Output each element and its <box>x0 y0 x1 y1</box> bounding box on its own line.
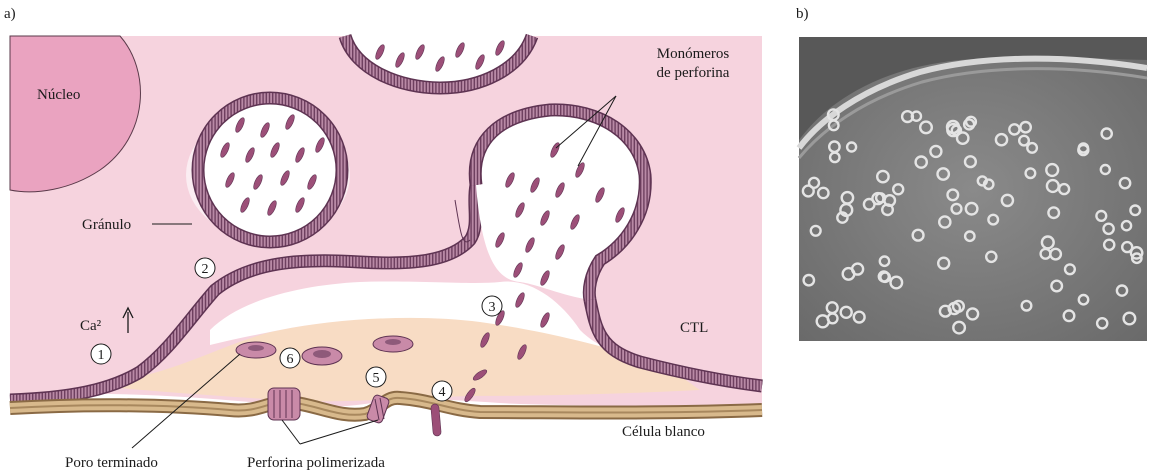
polymerized-perforin-label: Perforina polimerizada <box>247 455 385 471</box>
panel-a-label: a) <box>4 6 16 22</box>
step-4: 4 <box>439 385 446 400</box>
monomers-label-line1: Monómeros <box>657 46 730 62</box>
nucleus-label: Núcleo <box>37 87 80 103</box>
pore-2 <box>302 347 342 365</box>
pore-1 <box>236 342 276 358</box>
electron-micrograph <box>799 37 1147 341</box>
ctl-label: CTL <box>680 320 708 336</box>
monomers-label-line2: de perforina <box>657 65 730 81</box>
step-1: 1 <box>98 348 105 363</box>
step-5: 5 <box>373 371 380 386</box>
panel-b-label: b) <box>796 6 809 22</box>
calcium-label: Ca² <box>80 318 102 334</box>
completed-pore-label: Poro terminado <box>65 455 158 471</box>
target-cell-label: Célula blanco <box>622 424 705 440</box>
pore-3 <box>373 336 413 352</box>
granule-label: Gránulo <box>82 217 131 233</box>
step-6: 6 <box>287 352 294 367</box>
step-2: 2 <box>202 262 209 277</box>
polymerized-perforin-1 <box>268 388 300 420</box>
step-3: 3 <box>489 300 496 315</box>
